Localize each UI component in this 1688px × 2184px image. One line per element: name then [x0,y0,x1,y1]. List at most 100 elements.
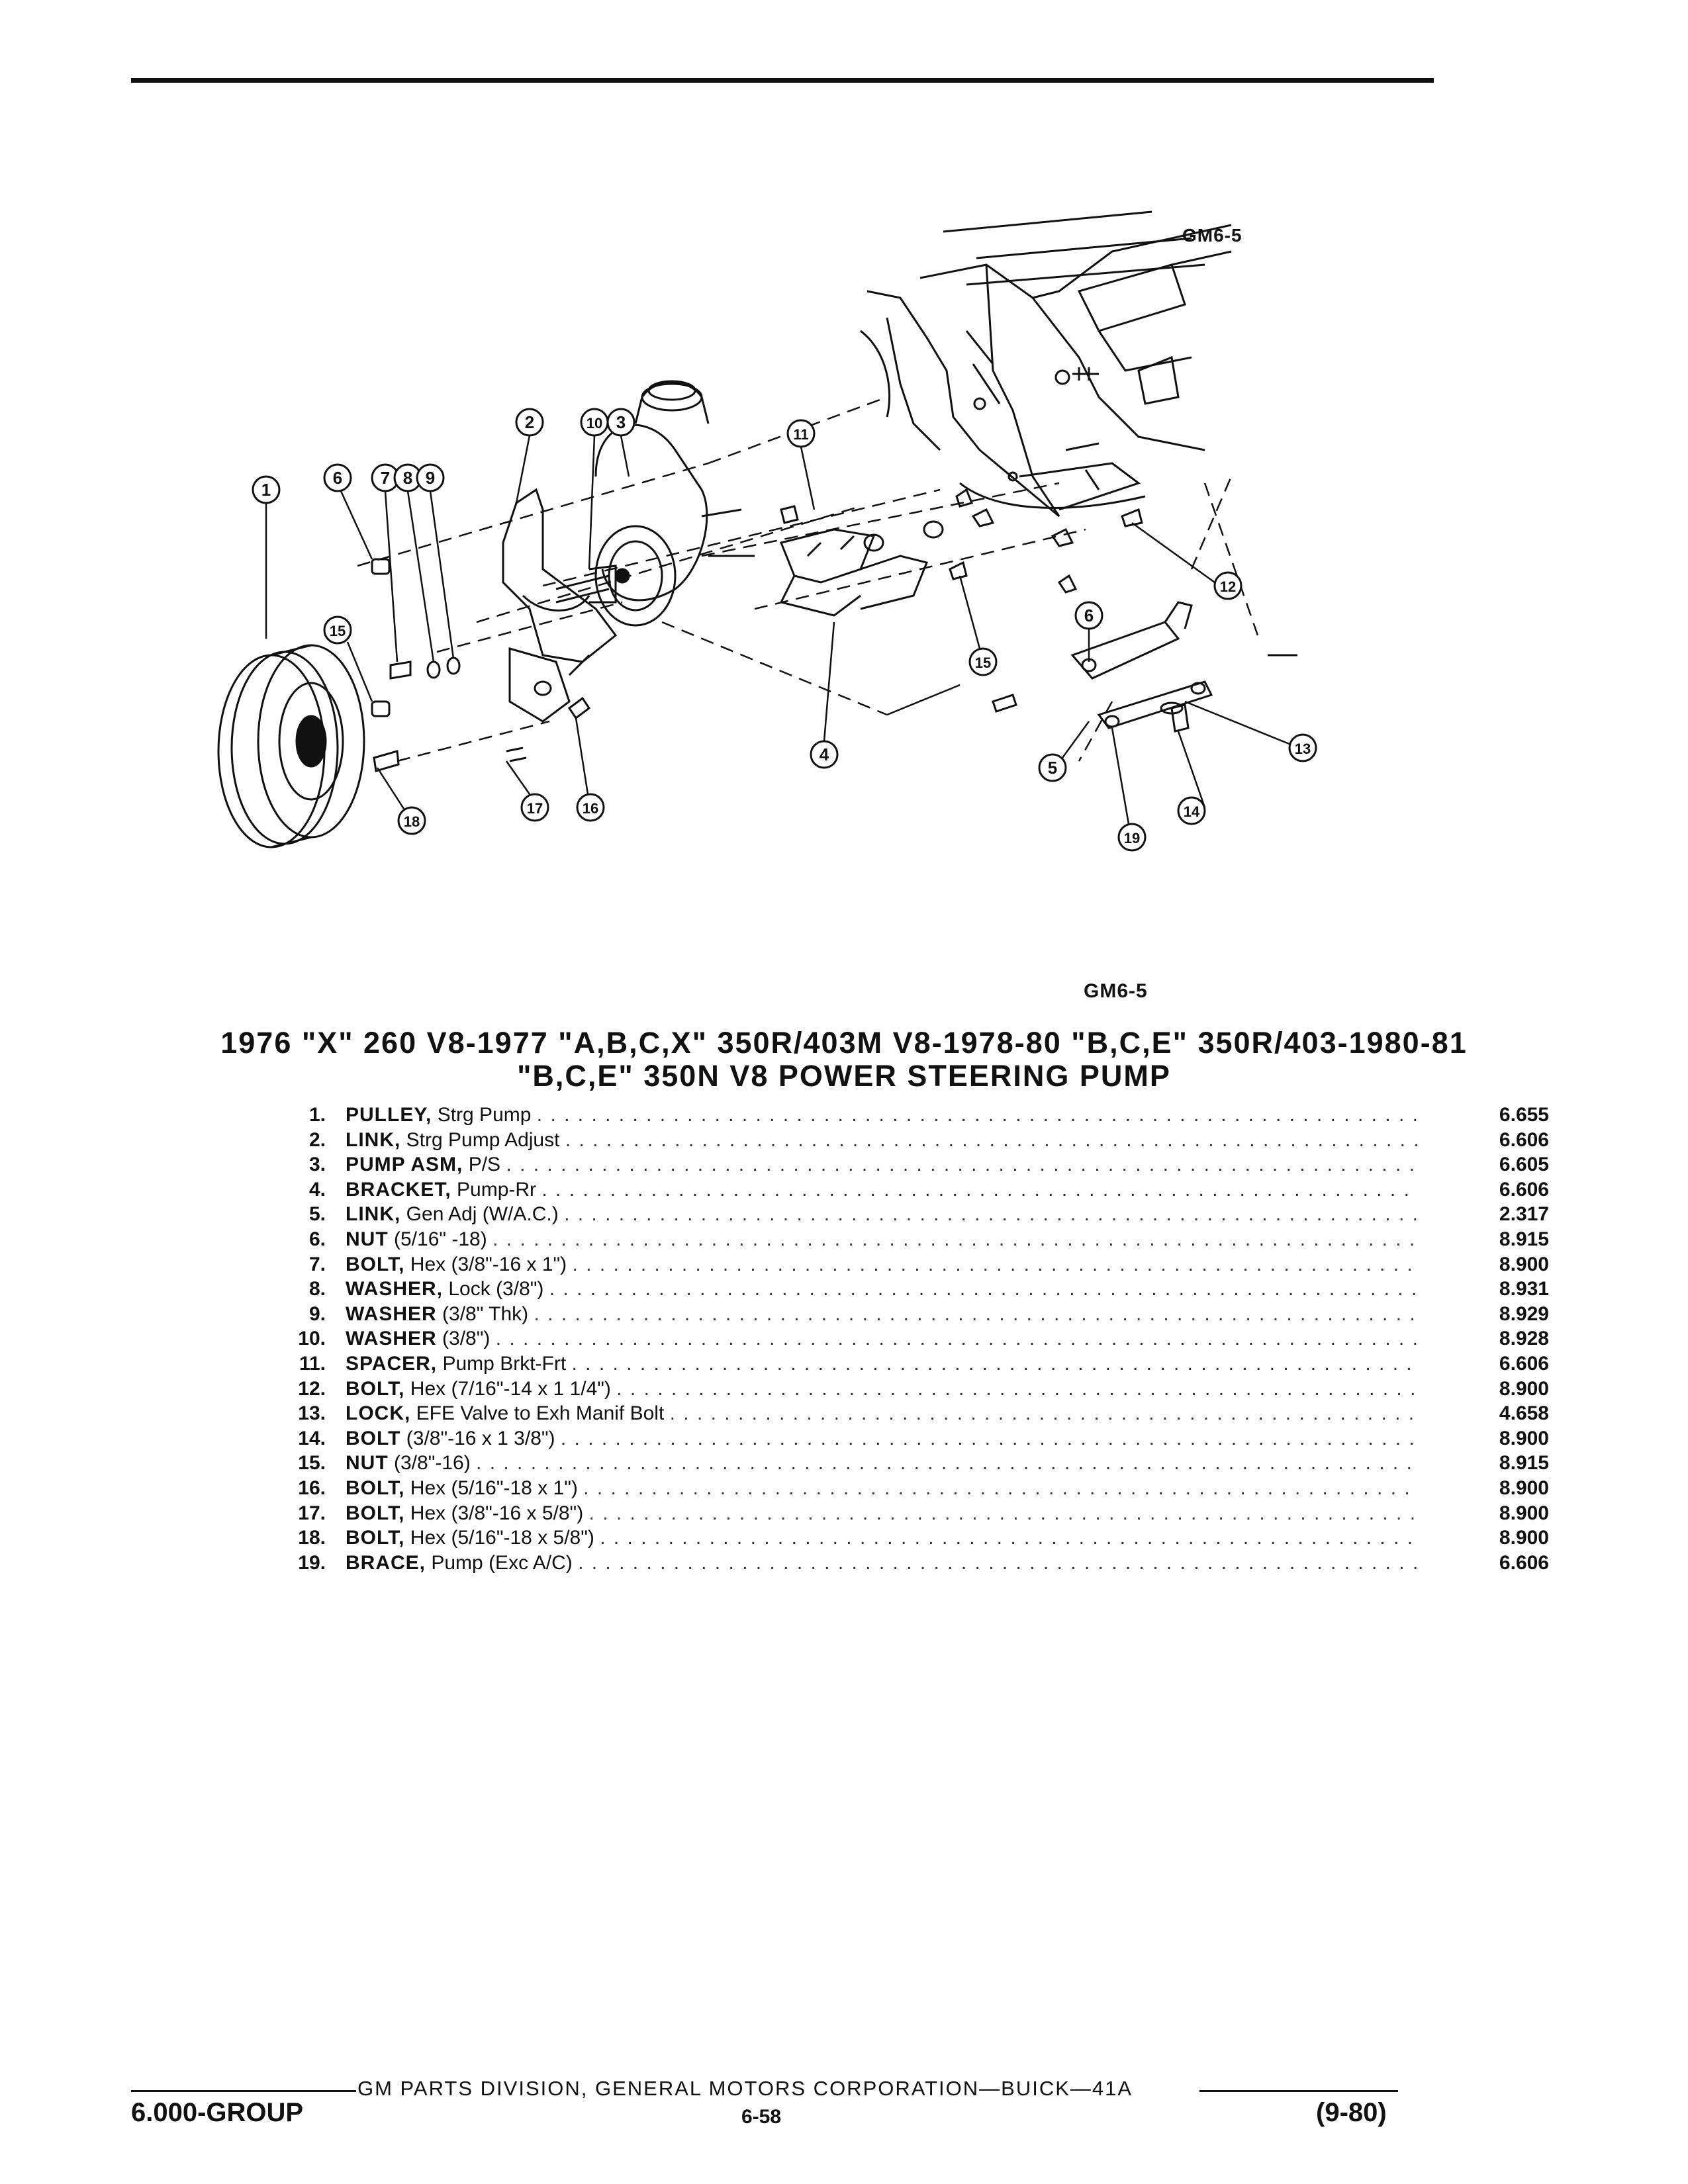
callout-number: 8 [403,468,412,488]
part-number: 12. [298,1377,326,1400]
part-detail: Hex (5/16"-18 x 5/8") [410,1527,594,1549]
callouts [252,408,1317,852]
part-detail: Hex (3/8"-16 x 1") [410,1253,567,1275]
leader-dots: . . . . . . . . . . . . . . . . . . . . … [600,1527,1418,1549]
hardware-drawing [371,488,1190,772]
part-name: BRACE, [346,1551,426,1574]
callout-8 [393,463,435,662]
leader-dots: . . . . . . . . . . . . . . . . . . . . … [549,1278,1418,1300]
part-number: 16. [298,1477,326,1499]
leader-dots: . . . . . . . . . . . . . . . . . . . . … [536,1104,1418,1126]
callout-labels: 1 2 3 4 5 6 7 8 9 10 11 12 13 14 15 15 1… [261,412,1311,846]
callout-number: 3 [616,412,626,432]
leader-dots: . . . . . . . . . . . . . . . . . . . . … [476,1452,1418,1475]
part-detail: Hex (5/16"-18 x 1") [410,1477,578,1499]
part-description: NUT (5/16" -18) . . . . . . . . . . . . … [346,1227,1418,1252]
part-description: PULLEY, Strg Pump . . . . . . . . . . . … [346,1103,1418,1128]
part-row: 2.LINK, Strg Pump Adjust . . . . . . . .… [285,1127,1549,1153]
catalog-page-ref: 6.605 [1476,1152,1549,1177]
part-name: BOLT [346,1427,401,1449]
part-detail: Pump-Rr [457,1178,537,1201]
part-detail: Strg Pump [437,1104,532,1126]
leader-dots: . . . . . . . . . . . . . . . . . . . . … [572,1253,1418,1275]
part-name: SPACER, [346,1352,438,1375]
catalog-page-ref: 2.317 [1476,1202,1549,1227]
callout-18 [376,767,426,835]
catalog-page-ref: 6.606 [1476,1177,1549,1203]
part-detail: Hex (7/16"-14 x 1 1/4") [410,1377,611,1400]
part-name: WASHER, [346,1278,444,1300]
callout-9 [416,463,455,659]
part-row: 13.LOCK, EFE Valve to Exh Manif Bolt . .… [285,1401,1549,1426]
leader-dots: . . . . . . . . . . . . . . . . . . . . … [583,1477,1418,1499]
catalog-page-ref: 8.931 [1476,1277,1549,1302]
part-number: 14. [298,1427,326,1449]
leader-dots: . . . . . . . . . . . . . . . . . . . . … [492,1228,1418,1250]
part-number: 13. [298,1402,326,1425]
part-number: 10. [298,1328,326,1350]
part-row: 10. WASHER (3/8") . . . . . . . . . . . .… [285,1326,1549,1351]
part-number: 9. [308,1302,326,1325]
callout-4 [810,621,839,769]
part-number: 5. [308,1203,326,1226]
leader-dots: . . . . . . . . . . . . . . . . . . . . … [564,1203,1418,1226]
adjust-link-drawing [502,488,618,723]
callout-number: 13 [1295,741,1311,757]
callout-number: 4 [820,745,829,764]
part-description: SPACER, Pump Brkt-Frt . . . . . . . . . … [346,1351,1418,1377]
callout-3 [606,408,635,477]
part-description: NUT (3/8"-16) . . . . . . . . . . . . . … [346,1451,1418,1476]
callout-number: 10 [586,415,602,432]
pulley-drawing [217,644,365,848]
part-detail: Hex (3/8"-16 x 5/8") [410,1502,584,1524]
part-description: BOLT, Hex (7/16"-14 x 1 1/4") . . . . . … [346,1377,1418,1402]
part-description: BRACKET, Pump-Rr . . . . . . . . . . . .… [346,1177,1418,1203]
part-number: 6. [308,1228,326,1250]
catalog-page-ref: 8.928 [1476,1326,1549,1351]
callout-1 [252,475,281,639]
power-steering-exploded-diagram: 1 2 3 4 5 6 7 8 9 10 11 12 13 14 15 15 1… [217,210,1317,852]
part-detail: Gen Adj (W/A.C.) [406,1203,559,1226]
part-name: NUT [346,1228,389,1250]
catalog-page-ref: 8.929 [1476,1301,1549,1327]
part-number: 17. [298,1502,326,1524]
callout-number: 14 [1184,803,1200,820]
part-number: 8. [308,1278,326,1300]
part-row: 17. BOLT, Hex (3/8"-16 x 5/8") . . . . . … [285,1500,1549,1526]
part-name: BOLT, [346,1477,405,1499]
leader-dots: . . . . . . . . . . . . . . . . . . . . … [534,1302,1418,1325]
part-description: BOLT, Hex (5/16"-18 x 1") . . . . . . . … [346,1476,1418,1501]
part-description: BOLT, Hex (3/8"-16 x 5/8") . . . . . . .… [346,1501,1418,1526]
part-name: PULLEY, [346,1104,432,1126]
part-number: 11. [299,1352,326,1375]
part-number: 4. [308,1178,326,1201]
brace-drawing [1070,601,1213,729]
catalog-page-ref: 8.915 [1476,1451,1549,1476]
callout-number: 11 [793,426,808,443]
footer-page-number: 6-58 [741,2106,782,2128]
part-description: WASHER (3/8") . . . . . . . . . . . . . … [346,1326,1418,1351]
callout-6-right [1074,601,1103,662]
part-name: BOLT, [346,1502,405,1524]
part-description: WASHER, Lock (3/8") . . . . . . . . . . … [346,1277,1418,1302]
part-detail: (3/8" Thk) [442,1302,529,1325]
part-detail: (3/8"-16 x 1 3/8") [406,1427,555,1449]
callout-14 [1177,731,1206,825]
callout-7 [371,463,400,662]
part-row: 8. WASHER, Lock (3/8") . . . . . . . . . … [285,1277,1549,1302]
catalog-page-ref: 8.900 [1476,1525,1549,1551]
catalog-page-ref: 8.900 [1476,1376,1549,1402]
part-description: BOLT (3/8"-16 x 1 3/8") . . . . . . . . … [346,1426,1418,1451]
part-name: LOCK, [346,1402,411,1425]
callout-number: 1 [261,480,271,500]
callout-number: 5 [1048,758,1057,778]
part-name: BRACKET, [346,1178,451,1201]
callout-number: 2 [525,412,534,432]
part-description: BOLT, Hex (3/8"-16 x 1") . . . . . . . .… [346,1252,1418,1277]
catalog-page-ref: 8.900 [1476,1426,1549,1451]
callout-number: 17 [527,800,543,817]
leader-dots: . . . . . . . . . . . . . . . . . . . . … [616,1377,1418,1400]
callout-number: 15 [975,655,991,671]
part-number: 2. [308,1128,326,1151]
part-number: 7. [308,1253,326,1275]
